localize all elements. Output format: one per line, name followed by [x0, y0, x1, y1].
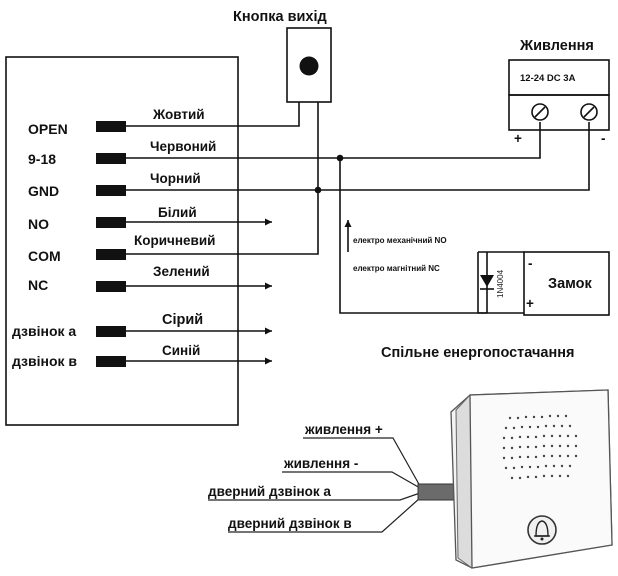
terminal-com-label: COM: [28, 248, 61, 264]
diode-label: 1N4004: [496, 269, 505, 298]
terminal-open-label: OPEN: [28, 121, 68, 137]
wire-brown-label: Коричневий: [134, 233, 215, 248]
wire-black-label: Чорний: [150, 171, 201, 186]
wire-yellow-label: Жовтий: [152, 107, 205, 122]
controller-wires: [126, 102, 590, 365]
lock-minus-sign: -: [528, 256, 533, 271]
doorbell-wire-power-plus: живлення +: [304, 422, 383, 437]
doorbell-wire-bell-b: дверний дзвінок в: [228, 516, 352, 531]
power-screw-plus: [531, 103, 549, 121]
lock-box: [523, 251, 610, 316]
doorbell-device: [450, 389, 613, 569]
lock-note-nc: електро магнітний NC: [353, 264, 440, 273]
terminal-nc-label: NC: [28, 277, 48, 293]
terminal-gnd-label: GND: [28, 183, 59, 199]
wire-blue-label: Синій: [162, 343, 200, 358]
power-title: Живлення: [519, 38, 594, 54]
wire-green-label: Зелений: [153, 264, 210, 279]
doorbell-wire-power-minus: живлення -: [283, 456, 358, 471]
lock-note-no: електро механічний NO: [353, 236, 447, 245]
power-minus-sign: -: [601, 131, 606, 146]
terminal-no-label: NO: [28, 216, 49, 232]
bell-icon: [534, 520, 550, 541]
diode-icon: [480, 275, 494, 290]
doorbell-title: Спільне енергопостачання: [381, 345, 574, 361]
terminal-bell-b-label: дзвінок в: [12, 353, 77, 369]
exit-button-title: Кнопка вихід: [233, 9, 327, 25]
lock-plus-sign: +: [526, 296, 534, 311]
bell-button[interactable]: [527, 515, 557, 545]
power-rating: 12-24 DC 3A: [520, 73, 576, 84]
power-screw-minus: [580, 103, 598, 121]
power-terminal-block: [508, 94, 610, 131]
wire-red-label: Червоний: [150, 139, 216, 154]
terminal-bell-a-label: дзвінок а: [12, 323, 76, 339]
terminal-9-18-label: 9-18: [28, 151, 56, 167]
exit-button-body: [286, 27, 332, 103]
controller-box: [5, 56, 239, 426]
exit-button-knob[interactable]: [299, 56, 319, 76]
wire-white-label: Білий: [158, 205, 197, 220]
wire-grey-label: Сірий: [162, 312, 203, 328]
power-plus-sign: +: [514, 131, 522, 146]
terminal-pads: [96, 121, 126, 367]
lock-title: Замок: [548, 276, 593, 292]
speaker-grille: [502, 414, 578, 480]
doorbell-wire-bell-a: дверний дзвінок а: [208, 484, 331, 499]
